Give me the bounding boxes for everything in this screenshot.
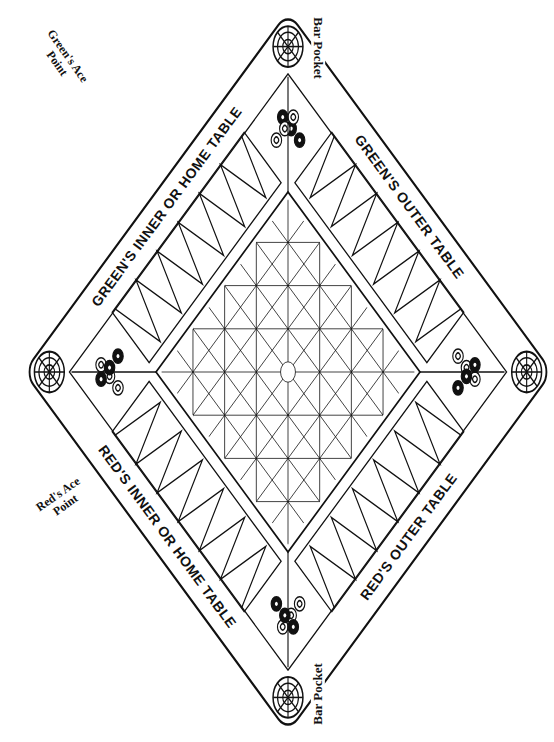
bar-pocket-label: Bar Pocket — [311, 15, 325, 81]
table-label: GREEN'S OUTER TABLE — [349, 130, 468, 285]
ace-point-label: Red's Ace Point — [26, 469, 98, 531]
bar-pocket-label: Bar Pocket — [311, 661, 325, 727]
ace-point-label: Green's Ace Point — [31, 24, 93, 96]
